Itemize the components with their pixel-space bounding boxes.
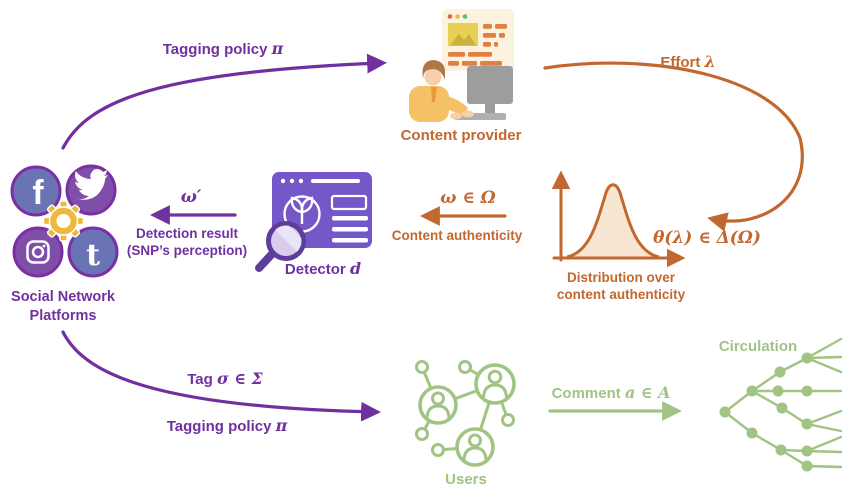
circulation-label: Circulation: [719, 337, 797, 356]
theta-label: θ(λ) ∈ Δ(Ω): [653, 227, 761, 249]
snp-label: Social Network Platforms: [11, 288, 115, 325]
network-node: [431, 443, 445, 457]
effort-label: Effort λ: [660, 52, 715, 72]
users-label: Users: [445, 470, 487, 489]
omega-prime-label: ω′: [181, 186, 202, 208]
tagging-policy-top-text: Tagging policy: [162, 41, 268, 58]
tree-nodes: [719, 352, 813, 472]
omega-math: ω ∈ Ω: [440, 187, 496, 207]
tag-label: Tag σ ∈ Σ: [187, 369, 263, 389]
facebook-icon: [10, 165, 62, 217]
detection-result-line2: (SNP’s perception): [126, 243, 248, 259]
tumblr-icon: [67, 226, 119, 278]
detector-window-lines: [330, 194, 368, 243]
twitter-bird-glyph: [75, 169, 108, 200]
tag-text: Tag: [187, 371, 213, 388]
tagging-policy-bottom-label: Tagging policy π: [167, 416, 288, 436]
effort-arrow: [543, 61, 804, 232]
effort-math: λ: [704, 52, 716, 71]
magnifier-icon: [255, 219, 308, 272]
content-authenticity-text: Content authenticity: [391, 228, 523, 243]
distribution-label: Distribution over content authenticity: [557, 269, 685, 304]
user-avatar: [418, 385, 458, 425]
person-icon: [409, 60, 474, 122]
distribution-line1: Distribution over: [566, 270, 676, 285]
facebook-f-glyph: f: [32, 174, 44, 212]
instagram-camera-glyph: [26, 240, 50, 264]
content-authenticity-label: Content authenticity: [392, 227, 523, 244]
snp-line2: Platforms: [29, 307, 97, 324]
network-node: [458, 360, 472, 374]
webpage-image-placeholder: [448, 23, 478, 46]
tag-math: σ ∈ Σ: [216, 369, 263, 388]
social-platforms-icon: f t: [10, 164, 119, 278]
detection-result-label: Detection result (SNP’s perception): [127, 225, 247, 260]
distribution-icon: [551, 170, 686, 268]
instagram-icon: [12, 226, 64, 278]
network-node: [415, 360, 429, 374]
tumblr-t-glyph: t: [86, 238, 100, 273]
detector-label: Detector d: [285, 259, 361, 279]
comment-math: a ∈ A: [624, 383, 671, 402]
distribution-line2: content authenticity: [556, 287, 686, 303]
tagging-policy-arrow-top: [61, 53, 387, 150]
omega-prime-math: ω′: [180, 186, 202, 206]
detector-window-topbar: [280, 178, 360, 184]
detector-icon: [255, 172, 372, 272]
webpage-dots: [447, 14, 468, 19]
tagging-policy-top-label: Tagging policy π: [163, 39, 284, 59]
theta-math: θ(λ) ∈ Δ(Ω): [653, 227, 761, 247]
snp-line1: Social Network: [11, 289, 115, 305]
comment-label: Comment a ∈ A: [552, 383, 671, 403]
user-avatar: [474, 363, 516, 405]
circulation-icon: [719, 337, 842, 472]
tagging-policy-bottom-math: π: [275, 416, 288, 435]
webpage-bars: [448, 24, 507, 66]
users-text: Users: [445, 471, 487, 488]
network-node: [415, 427, 429, 441]
detection-result-line1: Detection result: [135, 226, 239, 241]
comment-text: Comment: [551, 385, 621, 402]
detector-text: Detector: [284, 261, 346, 278]
gear-icon: [42, 200, 85, 242]
user-avatar: [455, 427, 495, 467]
content-provider-icon: [409, 9, 514, 122]
network-node: [501, 413, 515, 427]
content-provider-text: Content provider: [400, 127, 522, 144]
bell-curve: [566, 183, 660, 259]
detector-math: d: [349, 259, 362, 278]
content-provider-label: Content provider: [401, 126, 522, 145]
circulation-text: Circulation: [718, 338, 798, 355]
omega-label: ω ∈ Ω: [440, 187, 496, 209]
tagging-policy-bottom-text: Tagging policy: [166, 418, 272, 435]
effort-text: Effort: [660, 54, 701, 71]
users-icon: [415, 360, 516, 467]
tagging-policy-top-math: π: [271, 39, 284, 58]
tagging-policy-arrow-bottom: [61, 330, 381, 422]
